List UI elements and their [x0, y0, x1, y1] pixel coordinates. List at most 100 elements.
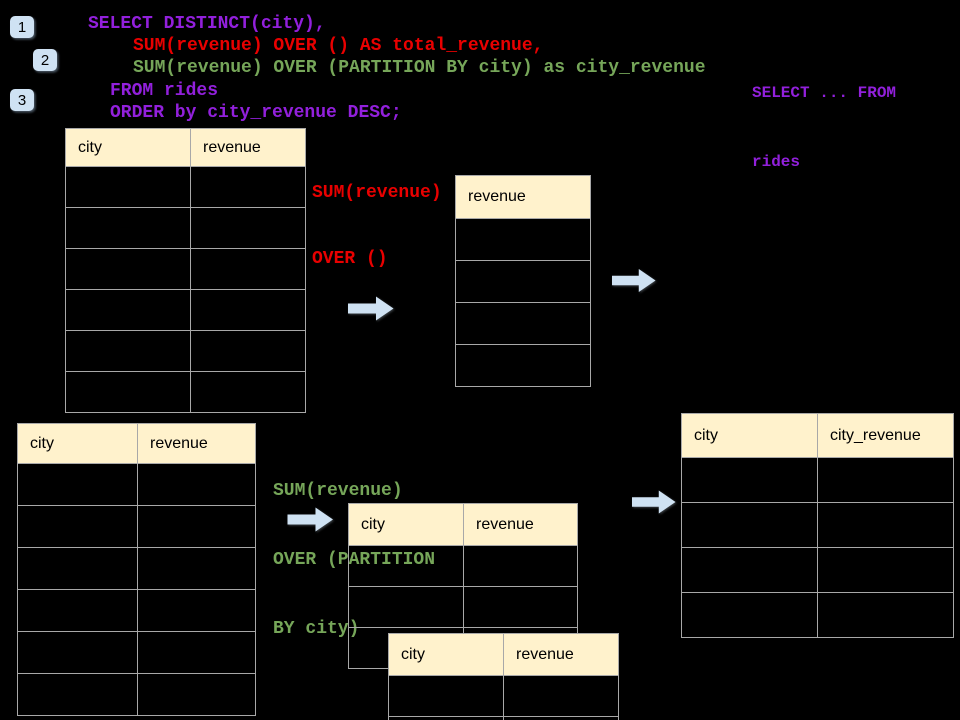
empty-cell	[137, 547, 256, 590]
empty-cell	[65, 289, 191, 331]
step-badge-2: 2	[33, 49, 57, 71]
annotation-line: SUM(revenue)	[312, 183, 442, 203]
table-row	[65, 166, 306, 208]
arrow-right-icon	[348, 296, 394, 321]
column-header-city: city	[681, 413, 818, 458]
arrow-right-icon	[612, 269, 656, 292]
table-row	[681, 457, 954, 503]
empty-cell	[190, 207, 306, 249]
table-row	[681, 502, 954, 548]
column-header-revenue: revenue	[137, 423, 256, 464]
empty-cell	[190, 371, 306, 413]
empty-cell	[137, 463, 256, 506]
empty-cell	[503, 675, 619, 717]
empty-cell	[190, 248, 306, 290]
table-row	[65, 207, 306, 249]
sql-line-from: FROM rides	[110, 81, 219, 101]
column-header-city: city	[388, 633, 504, 676]
table-total-revenue: revenue	[455, 175, 591, 387]
empty-cell	[817, 547, 954, 593]
table-row	[17, 463, 256, 506]
table-row	[65, 330, 306, 372]
note-line-2: rides	[752, 153, 801, 171]
table-row	[348, 586, 578, 628]
empty-cell	[681, 592, 818, 638]
table-row	[65, 248, 306, 290]
empty-cell	[137, 673, 256, 716]
table-row	[348, 545, 578, 587]
empty-cell	[455, 344, 591, 387]
table-row	[388, 716, 619, 720]
arrow-right-icon	[287, 507, 333, 532]
table-header-row: city city_revenue	[681, 413, 954, 458]
empty-cell	[17, 673, 138, 716]
flow-arrow-to-city-revenue	[632, 490, 676, 514]
empty-cell	[463, 586, 578, 628]
table-row	[455, 302, 591, 345]
annotation-line: BY city)	[273, 619, 360, 639]
table-header-row: revenue	[455, 175, 591, 219]
empty-cell	[65, 248, 191, 290]
empty-cell	[17, 589, 138, 632]
empty-cell	[455, 302, 591, 345]
table-header-row: city revenue	[348, 503, 578, 546]
table-row	[455, 260, 591, 303]
empty-cell	[455, 260, 591, 303]
empty-cell	[65, 330, 191, 372]
table-row	[65, 371, 306, 413]
step-badge-1: 1	[10, 16, 34, 38]
empty-cell	[65, 371, 191, 413]
empty-cell	[65, 166, 191, 208]
column-header-city: city	[348, 503, 464, 546]
table-source-rides-bottom: city revenue	[17, 423, 256, 716]
column-header-revenue: revenue	[503, 633, 619, 676]
empty-cell	[817, 592, 954, 638]
table-source-rides-top: city revenue	[65, 128, 306, 413]
table-row	[17, 505, 256, 548]
empty-cell	[190, 330, 306, 372]
sql-line-sum-total: SUM(revenue) OVER () AS total_revenue,	[133, 36, 544, 56]
annotation-over-total: SUM(revenue) OVER ()	[312, 138, 442, 314]
table-row	[388, 675, 619, 717]
annotation-line: OVER ()	[312, 249, 388, 269]
table-row	[455, 218, 591, 261]
column-header-revenue: revenue	[455, 175, 591, 219]
sql-line-select: SELECT DISTINCT(city),	[88, 14, 326, 34]
table-row	[17, 547, 256, 590]
table-row	[681, 547, 954, 593]
empty-cell	[17, 505, 138, 548]
table-row	[455, 344, 591, 387]
note-line-1: SELECT ... FROM	[752, 84, 897, 102]
column-header-revenue: revenue	[463, 503, 578, 546]
flow-arrow-to-partition	[287, 507, 333, 532]
table-partition-result-2: city revenue	[388, 633, 619, 720]
empty-cell	[681, 502, 818, 548]
annotation-line: SUM(revenue)	[273, 481, 403, 501]
empty-cell	[348, 586, 464, 628]
empty-cell	[817, 457, 954, 503]
empty-cell	[388, 716, 504, 720]
empty-cell	[817, 502, 954, 548]
empty-cell	[388, 675, 504, 717]
empty-cell	[65, 207, 191, 249]
empty-cell	[681, 457, 818, 503]
sql-line-sum-partition: SUM(revenue) OVER (PARTITION BY city) as…	[133, 58, 706, 78]
table-row	[681, 592, 954, 638]
empty-cell	[190, 166, 306, 208]
step-badge-3: 3	[10, 89, 34, 111]
flow-arrow-from-total-revenue	[612, 269, 656, 292]
column-header-city: city	[65, 128, 191, 167]
flow-arrow-to-total-revenue	[348, 296, 394, 321]
table-row	[17, 631, 256, 674]
empty-cell	[137, 589, 256, 632]
table-row	[17, 673, 256, 716]
table-row	[17, 589, 256, 632]
empty-cell	[463, 545, 578, 587]
empty-cell	[137, 631, 256, 674]
note-select-from-rides: SELECT ... FROM rides	[752, 36, 896, 220]
empty-cell	[17, 631, 138, 674]
empty-cell	[455, 218, 591, 261]
sql-line-order-by: ORDER by city_revenue DESC;	[110, 103, 402, 123]
empty-cell	[503, 716, 619, 720]
column-header-city: city	[17, 423, 138, 464]
